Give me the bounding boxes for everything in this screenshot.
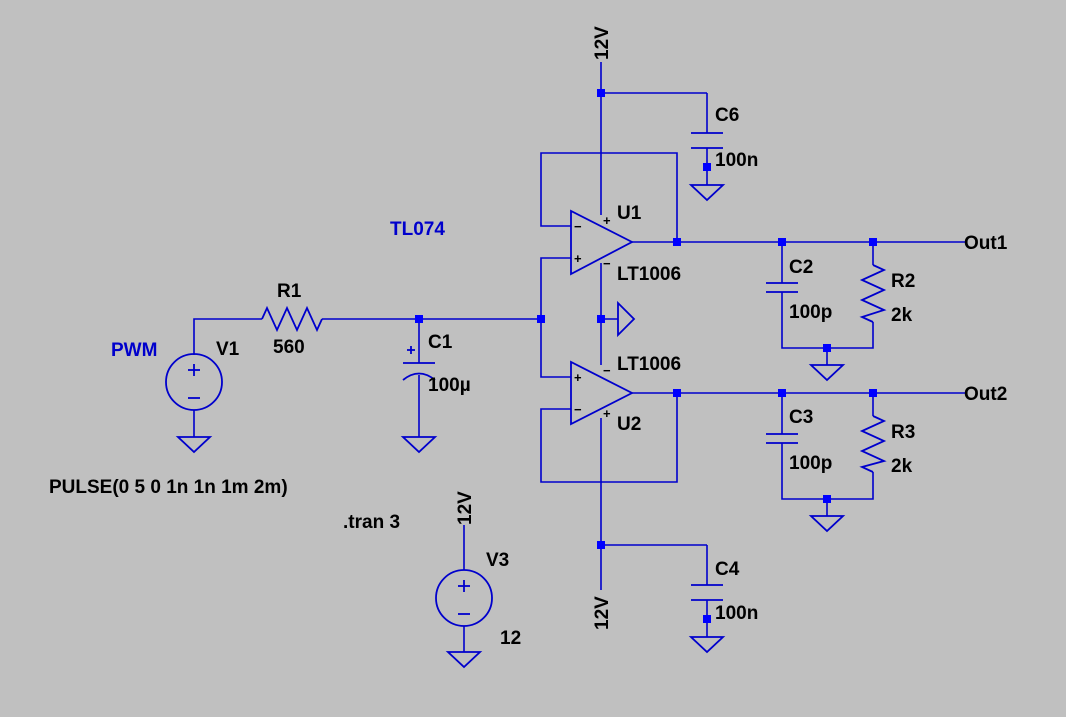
resistor-r2[interactable]	[859, 264, 887, 323]
r1-value: 560	[273, 337, 305, 358]
c3-name: C3	[789, 407, 813, 428]
top-supply-wiring	[600, 62, 708, 215]
opamp-u1[interactable]	[570, 209, 634, 276]
v1-net-label: PWM	[111, 340, 157, 361]
c4-name: C4	[715, 559, 740, 580]
out2-net-label: Out2	[964, 384, 1007, 405]
c2-name: C2	[789, 257, 813, 278]
c1-name: C1	[428, 332, 453, 353]
voltage-source-v3[interactable]	[435, 569, 493, 627]
r2-name: R2	[891, 271, 915, 292]
ground-symbol-c6	[688, 184, 726, 202]
r3-name: R3	[891, 422, 915, 443]
u1-model: LT1006	[617, 264, 681, 285]
v1-source-spec: PULSE(0 5 0 1n 1n 1m 2m)	[49, 477, 288, 498]
ground-symbol-c4	[688, 636, 726, 654]
u2-noninv-sign: +	[574, 370, 582, 385]
ground-symbol-c1	[400, 436, 438, 454]
r1-name: R1	[277, 281, 302, 302]
out1-net-label: Out1	[964, 233, 1008, 254]
u1-noninv-sign: +	[574, 251, 582, 266]
u2-wiring	[540, 392, 966, 483]
capacitor-c2[interactable]	[766, 282, 798, 293]
u2-inv-sign: −	[574, 402, 582, 417]
ground-symbol-out2	[808, 515, 846, 533]
tran-directive[interactable]: .tran 3	[343, 512, 400, 533]
capacitor-c6[interactable]	[691, 132, 723, 149]
u1-inv-sign: −	[574, 219, 582, 234]
opamp-u2[interactable]	[570, 360, 634, 426]
r2-value: 2k	[891, 305, 913, 326]
capacitor-c3[interactable]	[766, 433, 798, 444]
c3-value: 100p	[789, 453, 832, 474]
c2-value: 100p	[789, 302, 832, 323]
c6-name: C6	[715, 105, 739, 126]
c4-value: 100n	[715, 603, 758, 624]
r3-value: 2k	[891, 456, 913, 477]
u1-vplus-sign: +	[603, 213, 611, 228]
v3-value: 12	[500, 628, 521, 649]
junction-dots	[415, 89, 877, 623]
resistor-r1[interactable]	[261, 305, 323, 333]
bottom-supply-wiring	[600, 263, 708, 637]
u2-vplus-sign: +	[603, 406, 611, 421]
v1-name: V1	[216, 339, 240, 360]
u1-vminus-sign: −	[603, 256, 611, 271]
u2-model: LT1006	[617, 354, 681, 375]
bottom-supply-label: 12V	[592, 596, 613, 630]
u2-vminus-sign: −	[603, 363, 611, 378]
resistor-r3[interactable]	[859, 415, 887, 473]
ground-symbol-v3	[445, 651, 483, 669]
voltage-source-v1[interactable]	[165, 353, 223, 411]
capacitor-c1[interactable]	[402, 346, 436, 381]
c1-value: 100µ	[428, 375, 471, 396]
opamp-note: TL074	[390, 219, 445, 240]
capacitor-c4[interactable]	[691, 584, 723, 601]
ground-symbol-v1	[175, 436, 213, 454]
top-supply-label: 12V	[592, 26, 613, 60]
ground-flag-mid	[617, 300, 636, 338]
u2-name: U2	[617, 414, 641, 435]
v3-supply-label: 12V	[455, 491, 476, 525]
c6-value: 100n	[715, 150, 758, 171]
ground-symbol-out1	[808, 364, 846, 382]
v3-name: V3	[486, 550, 509, 571]
u1-name: U1	[617, 203, 642, 224]
input-wiring	[193, 318, 541, 437]
